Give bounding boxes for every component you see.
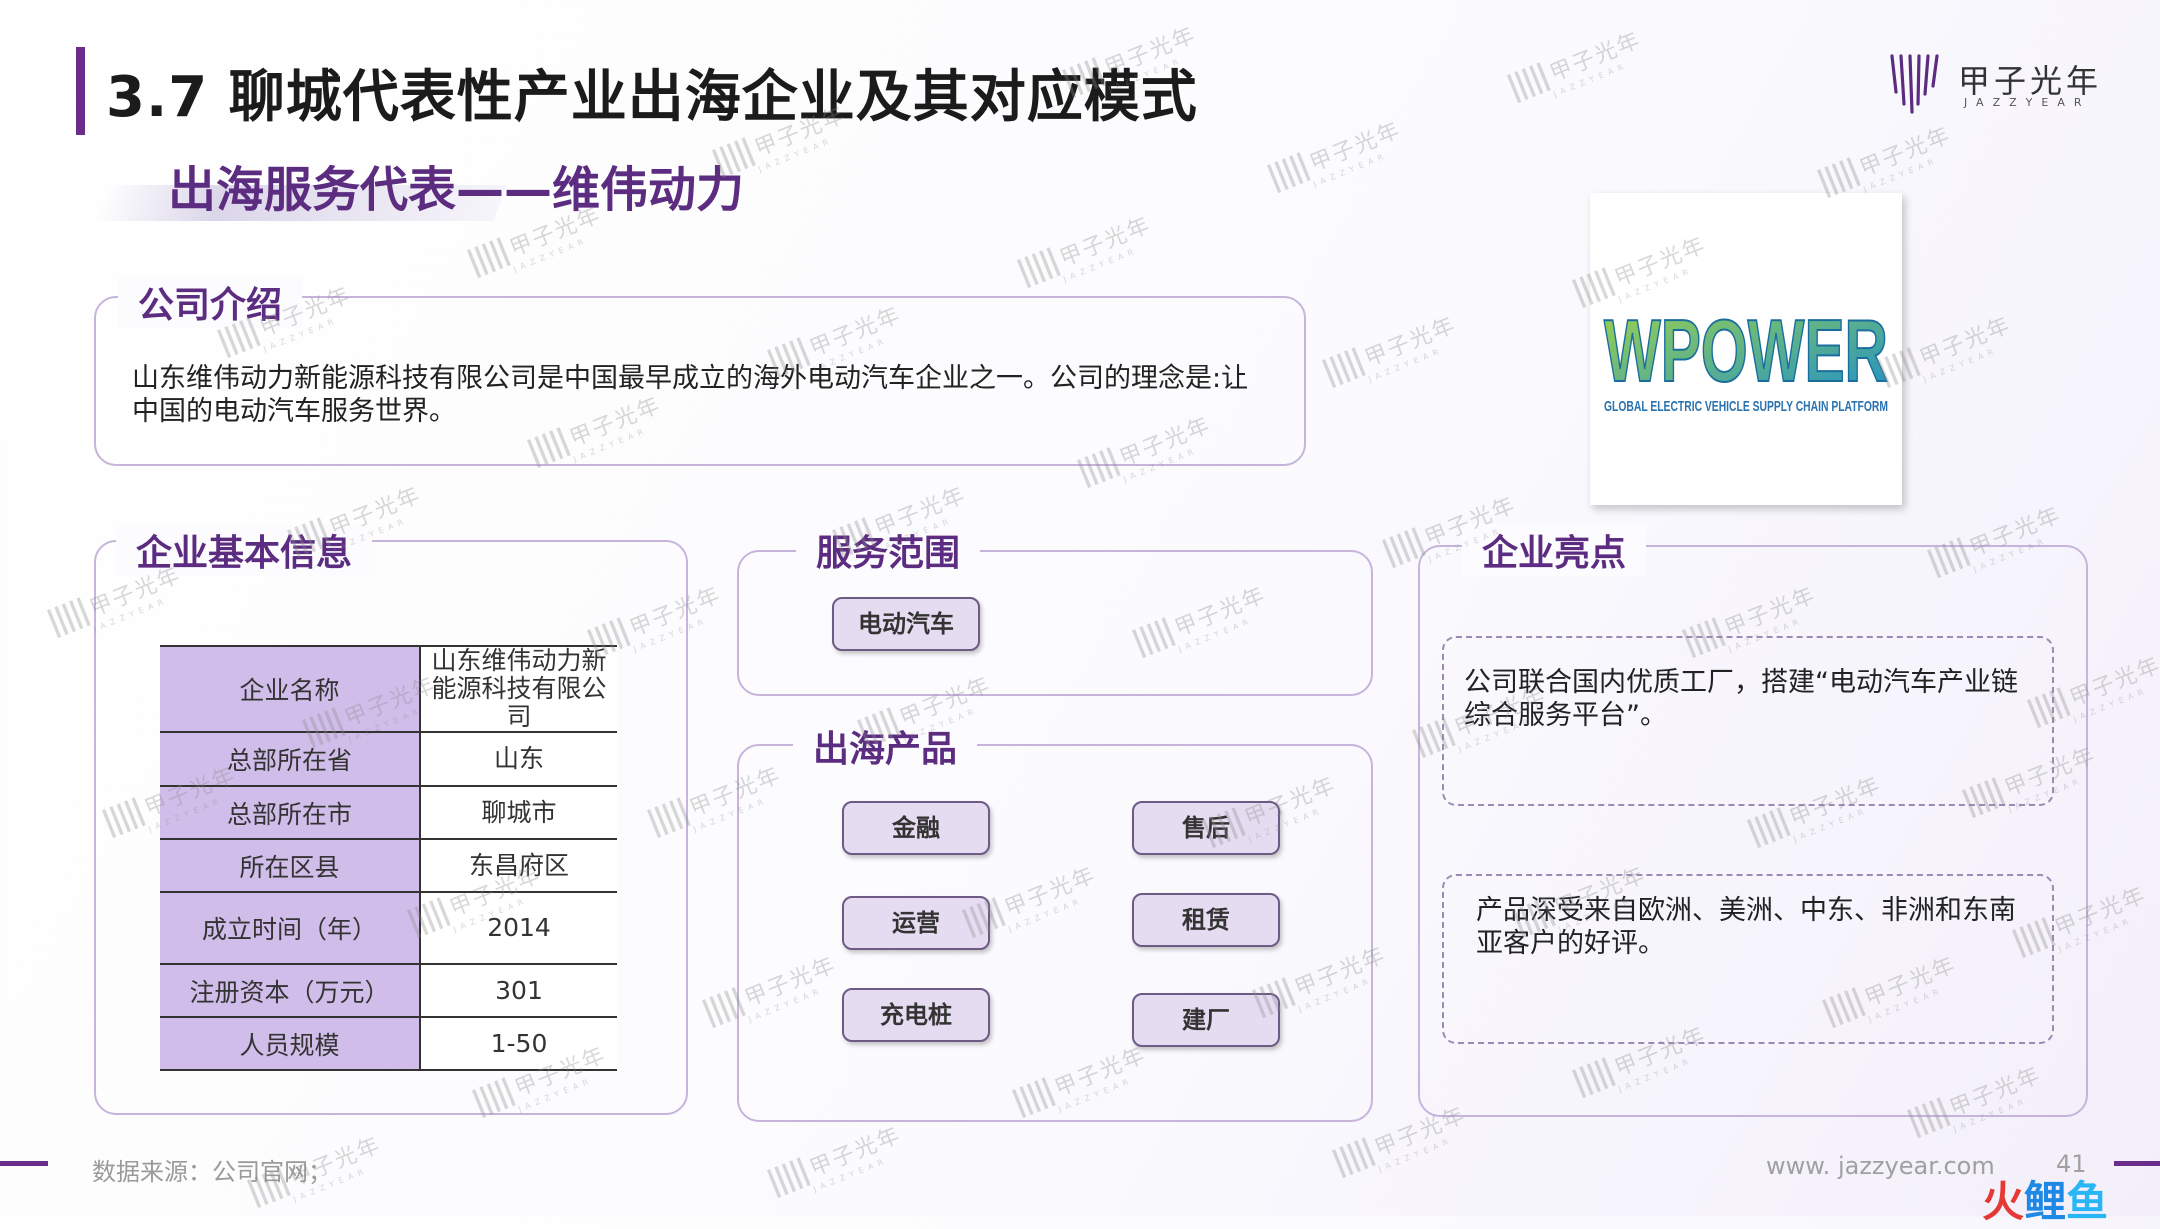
data-source: 数据来源：公司官网； <box>92 1158 332 1186</box>
product-item-finance: 金融 <box>842 801 990 855</box>
table-row: 所在区县 东昌府区 <box>160 839 617 893</box>
table-row: 企业名称 山东维伟动力新能源科技有限公司 <box>160 645 617 733</box>
product-item-charging-pile: 充电桩 <box>842 988 990 1042</box>
products-panel <box>737 744 1373 1122</box>
service-item-ev: 电动汽车 <box>832 597 980 651</box>
intro-text: 山东维伟动力新能源科技有限公司是中国最早成立的海外电动汽车企业之一。公司的理念是… <box>132 363 1249 427</box>
table-row: 注册资本（万元） 301 <box>160 964 617 1018</box>
table-key: 总部所在省 <box>160 732 421 787</box>
highlights-title: 企业亮点 <box>1462 524 1647 576</box>
footer-accent-right <box>2114 1161 2160 1166</box>
corner-watermark-logo: 火鲤鱼 <box>1982 1177 2109 1226</box>
product-item-operation: 运营 <box>842 896 990 950</box>
table-value: 聊城市 <box>420 786 617 840</box>
highlight-box <box>1442 636 2054 806</box>
table-key: 所在区县 <box>160 839 421 893</box>
intro-panel <box>94 296 1306 466</box>
products-title: 出海产品 <box>793 720 978 772</box>
table-row: 成立时间（年） 2014 <box>160 892 617 965</box>
footer-url[interactable]: www. jazzyear.com <box>1766 1152 1995 1180</box>
logo-wordmark: WPOWER <box>1604 301 1888 400</box>
table-value: 2014 <box>420 892 617 965</box>
product-item-leasing: 租赁 <box>1132 893 1280 947</box>
page-number: 41 <box>2056 1150 2087 1178</box>
table-key: 企业名称 <box>160 645 421 733</box>
highlight-box <box>1442 874 2054 1044</box>
page-title: 3.7 聊城代表性产业出海企业及其对应模式 <box>106 65 1198 130</box>
table-value: 301 <box>420 964 617 1018</box>
highlight-text: 公司联合国内优质工厂，搭建“电动汽车产业链综合服务平台”。 <box>1464 667 2018 731</box>
footer-accent-left <box>0 1161 48 1166</box>
table-key: 成立时间（年） <box>160 892 421 965</box>
basic-info-table: 企业名称 山东维伟动力新能源科技有限公司 总部所在省 山东 总部所在市 聊城市 … <box>160 645 617 1071</box>
logo-tagline: GLOBAL ELECTRIC VEHICLE SUPPLY CHAIN PLA… <box>1604 398 1888 415</box>
brand-name-en: JAZZYEAR <box>1964 96 2091 109</box>
brand-name-cn: 甲子光年 <box>1958 62 2103 100</box>
table-row: 总部所在省 山东 <box>160 732 617 787</box>
table-key: 总部所在市 <box>160 786 421 840</box>
table-row: 人员规模 1-50 <box>160 1017 617 1071</box>
basic-info-title: 企业基本信息 <box>116 524 373 576</box>
intro-title: 公司介绍 <box>118 276 303 328</box>
page-subtitle: 出海服务代表——维伟动力 <box>168 162 745 218</box>
service-scope-title: 服务范围 <box>796 524 981 576</box>
company-logo: WPOWER GLOBAL ELECTRIC VEHICLE SUPPLY CH… <box>1590 193 1902 505</box>
table-key: 注册资本（万元） <box>160 964 421 1018</box>
table-row: 总部所在市 聊城市 <box>160 786 617 840</box>
service-scope-panel <box>737 550 1373 696</box>
product-item-factory: 建厂 <box>1132 993 1280 1047</box>
table-value: 东昌府区 <box>420 839 617 893</box>
title-accent-bar <box>76 47 85 135</box>
product-item-aftersales: 售后 <box>1132 801 1280 855</box>
table-value: 山东维伟动力新能源科技有限公司 <box>420 645 617 733</box>
basic-info-panel <box>94 540 688 1115</box>
table-value: 1-50 <box>420 1017 617 1071</box>
table-key: 人员规模 <box>160 1017 421 1071</box>
jazzyear-logo-icon <box>1890 54 1939 114</box>
highlight-text: 产品深受来自欧洲、美洲、中东、非洲和东南亚客户的好评。 <box>1476 895 2016 959</box>
highlights-panel <box>1418 545 2088 1117</box>
table-value: 山东 <box>420 732 617 787</box>
